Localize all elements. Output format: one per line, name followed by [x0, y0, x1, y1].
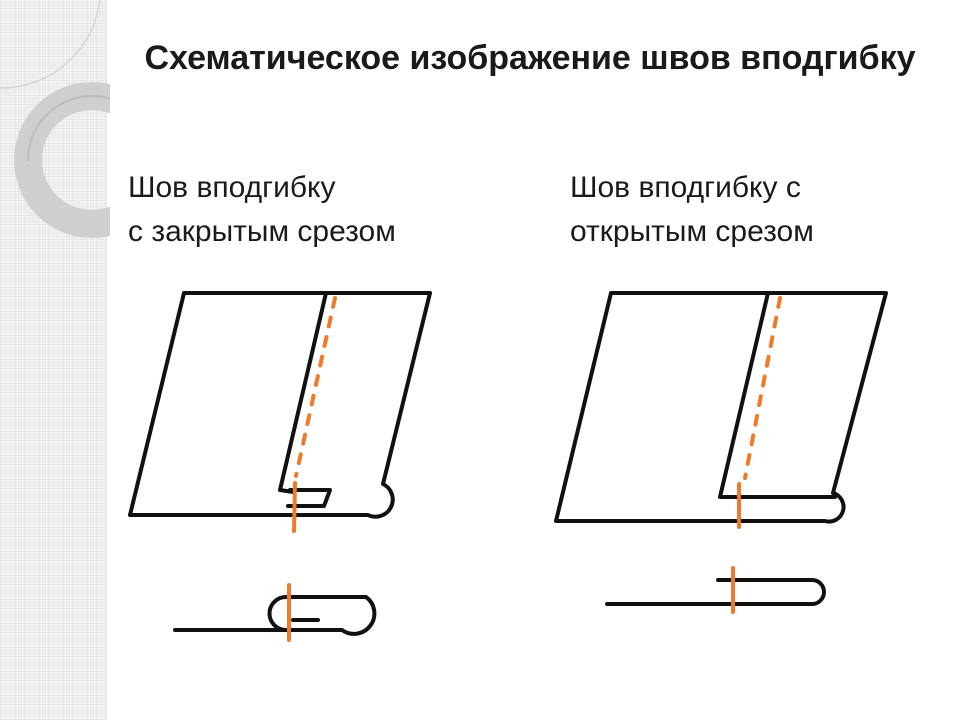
closed-edge-cross-section	[173, 595, 377, 636]
open-edge-fabric-outline	[554, 291, 888, 524]
closed-edge-inner-fold	[286, 488, 332, 508]
open-edge-stitch-line	[743, 296, 782, 480]
closed-edge-stitch-marks	[287, 481, 297, 642]
closed-edge-label-line1: Шов вподгибку	[128, 171, 336, 204]
closed-edge-fabric-outline	[128, 291, 432, 519]
closed-edge-seam-diagram	[128, 291, 432, 636]
ring-decoration-icon	[0, 0, 110, 238]
closed-edge-fold-line	[278, 291, 328, 494]
open-edge-fold-line	[718, 291, 837, 499]
page-title: Схематическое изображение швов вподгибку	[144, 39, 916, 77]
open-edge-label-line2: открытым срезом	[570, 215, 814, 248]
closed-edge-stitch-line	[294, 296, 337, 478]
open-edge-seam-label: Шов вподгибку с открытым срезом	[570, 166, 814, 254]
open-edge-cross-section	[605, 578, 826, 606]
closed-edge-label-line2: с закрытым срезом	[128, 215, 396, 248]
open-edge-label-line1: Шов вподгибку с	[570, 171, 801, 204]
open-edge-stitch-marks	[731, 482, 741, 614]
closed-edge-seam-label: Шов вподгибку с закрытым срезом	[128, 166, 396, 254]
open-edge-seam-diagram	[554, 291, 888, 606]
